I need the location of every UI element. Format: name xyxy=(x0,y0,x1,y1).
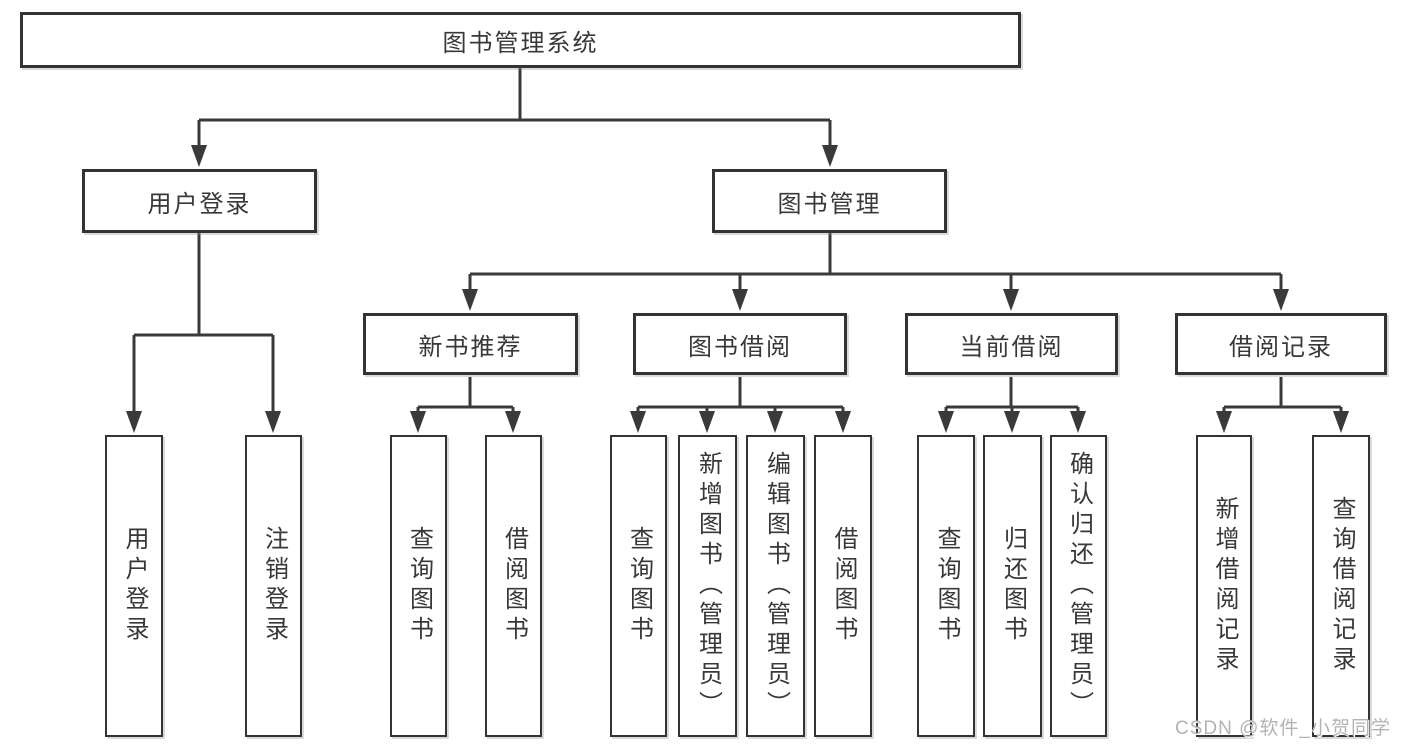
leaf-records-query-record: 查询借阅记录 xyxy=(1312,435,1370,737)
leaf-user-login: 用户登录 xyxy=(105,435,163,737)
node-label: 新增借阅记录 xyxy=(1211,496,1238,676)
node-current-borrowing: 当前借阅 xyxy=(905,313,1118,375)
node-label: 查询图书 xyxy=(625,526,653,646)
leaf-borrowing-edit-books: 编辑图书（管理员） xyxy=(746,435,805,737)
leaf-current-query-books: 查询图书 xyxy=(917,435,975,737)
node-label: 借阅记录 xyxy=(1229,333,1333,361)
leaf-current-confirm-return: 确认归还（管理员） xyxy=(1050,435,1107,737)
node-library-system: 图书管理系统 xyxy=(20,12,1021,68)
leaf-current-return-books: 归还图书 xyxy=(983,435,1042,737)
node-user-login: 用户登录 xyxy=(82,169,317,233)
node-label: 借阅图书 xyxy=(830,526,857,646)
leaf-borrowing-add-books: 新增图书（管理员） xyxy=(678,435,737,737)
node-label: 图书管理系统 xyxy=(442,29,599,57)
node-label: 新增图书（管理员） xyxy=(694,451,722,721)
node-label: 当前借阅 xyxy=(959,333,1064,361)
node-book-management: 图书管理 xyxy=(712,169,947,233)
node-label: 注销登录 xyxy=(260,526,288,646)
node-label: 借阅图书 xyxy=(500,526,528,646)
node-label: 确认归还（管理员） xyxy=(1065,451,1093,721)
leaf-borrowing-borrow-books: 借阅图书 xyxy=(814,435,872,737)
leaf-borrowing-query-books: 查询图书 xyxy=(610,435,667,737)
node-label: 用户登录 xyxy=(147,190,252,218)
node-label: 图书管理 xyxy=(777,190,882,218)
node-new-book-recommendation: 新书推荐 xyxy=(363,313,578,375)
csdn-watermark: CSDN @软件_小贺同学 xyxy=(1175,718,1391,739)
leaf-records-add-record: 新增借阅记录 xyxy=(1196,435,1252,737)
node-label: 图书借阅 xyxy=(688,333,792,361)
leaf-recommend-borrow-books: 借阅图书 xyxy=(485,435,542,737)
node-label: 查询图书 xyxy=(405,526,433,646)
node-borrowing-records: 借阅记录 xyxy=(1175,313,1387,375)
node-label: 查询图书 xyxy=(933,526,960,646)
node-label: 编辑图书（管理员） xyxy=(762,451,790,721)
node-label: 新书推荐 xyxy=(418,333,523,361)
leaf-logout: 注销登录 xyxy=(245,435,302,737)
node-book-borrowing: 图书借阅 xyxy=(633,313,847,375)
node-label: 用户登录 xyxy=(121,526,148,646)
node-label: 查询借阅记录 xyxy=(1328,496,1355,676)
leaf-recommend-query-books: 查询图书 xyxy=(390,435,447,737)
node-label: 归还图书 xyxy=(999,526,1027,646)
